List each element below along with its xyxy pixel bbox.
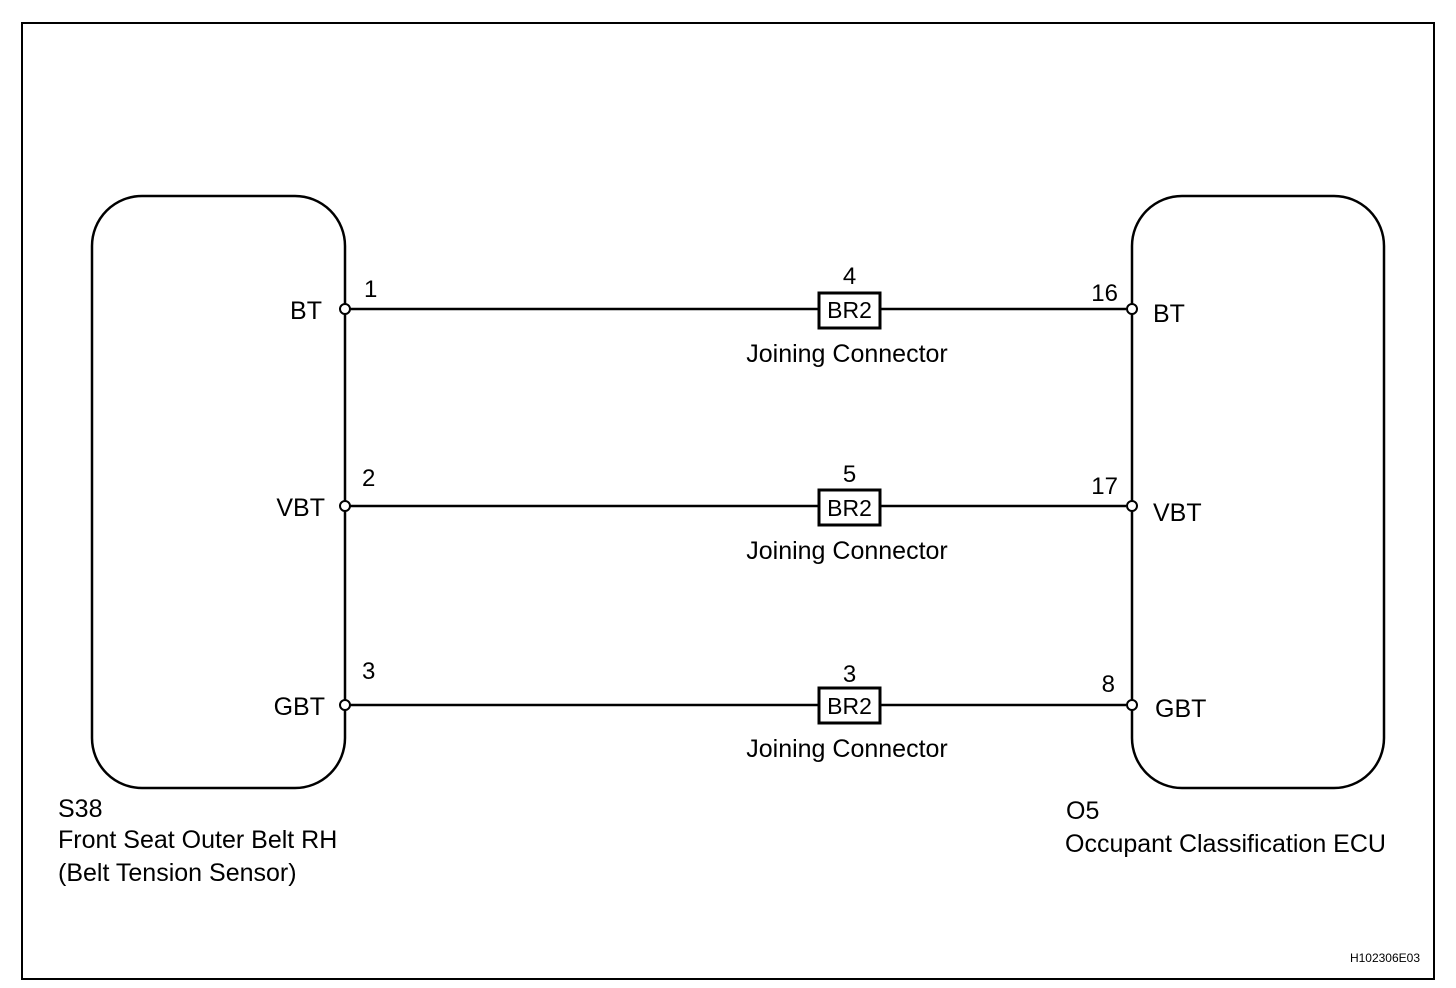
joining-connector-label: Joining Connector (746, 735, 948, 763)
right-terminal (1126, 500, 1138, 512)
left-component-subname: (Belt Tension Sensor) (58, 859, 297, 887)
right-pin-number: 17 (1091, 473, 1118, 500)
figure-reference: H102306E03 (1350, 951, 1420, 965)
left-component-name: Front Seat Outer Belt RH (58, 826, 337, 854)
left-terminal (339, 303, 351, 315)
right-component-name: Occupant Classification ECU (1065, 830, 1386, 858)
circuit-row: BR2 5 Joining Connector 2 VBT 17 VBT (276, 461, 1201, 565)
right-component-code: O5 (1066, 797, 1099, 825)
circuit-row: BR2 4 Joining Connector 1 BT 16 BT (290, 263, 1185, 368)
diagram-frame (21, 22, 1435, 980)
left-terminal (339, 500, 351, 512)
right-pin-number: 8 (1102, 671, 1115, 698)
left-component-body (90, 194, 347, 790)
left-pin-number: 2 (362, 465, 375, 492)
right-pin-label: BT (1153, 300, 1185, 328)
right-terminal (1126, 699, 1138, 711)
right-pin-label: VBT (1153, 499, 1202, 527)
joining-connector-label: Joining Connector (746, 340, 948, 368)
right-pin-label: GBT (1155, 695, 1206, 723)
joining-connector-box (817, 291, 882, 330)
left-pin-label: BT (290, 297, 322, 325)
right-pin-number: 16 (1091, 280, 1118, 307)
circuit-row: BR2 3 Joining Connector 3 GBT 8 GBT (274, 658, 1207, 763)
connector-pin-number: 3 (843, 661, 856, 688)
joining-connector-label: Joining Connector (746, 537, 948, 565)
connector-pin-number: 5 (843, 461, 856, 488)
right-component-body (1130, 194, 1386, 790)
left-component-code: S38 (58, 795, 102, 823)
connector-code: BR2 (827, 693, 872, 719)
right-terminal (1126, 303, 1138, 315)
left-pin-label: GBT (274, 693, 325, 721)
joining-connector-box (817, 686, 882, 725)
connector-code: BR2 (827, 297, 872, 323)
joining-connector-box (817, 488, 882, 527)
left-pin-number: 3 (362, 658, 375, 685)
connector-pin-number: 4 (843, 263, 856, 290)
left-pin-number: 1 (364, 276, 377, 303)
connector-code: BR2 (827, 495, 872, 521)
left-pin-label: VBT (276, 494, 325, 522)
left-terminal (339, 699, 351, 711)
